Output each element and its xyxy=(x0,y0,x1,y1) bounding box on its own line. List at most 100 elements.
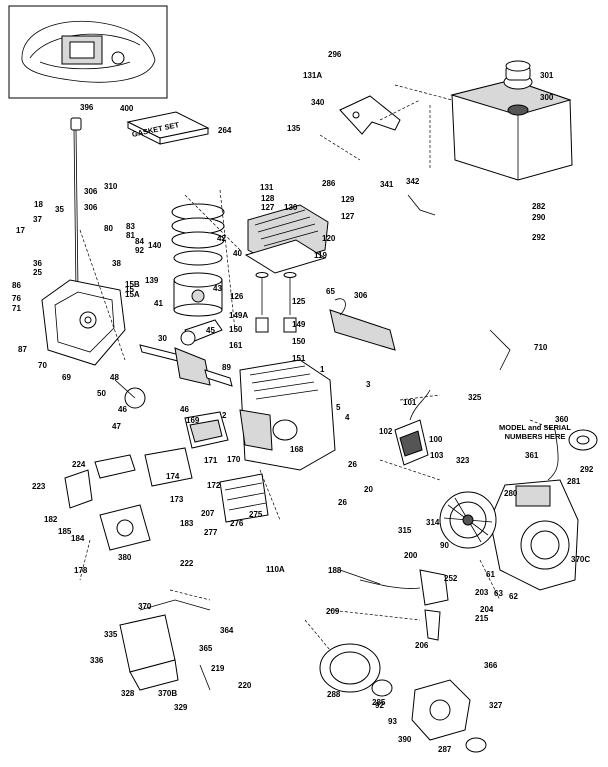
part-label: 710 xyxy=(534,343,548,352)
muffler xyxy=(219,473,269,523)
piston xyxy=(173,272,223,317)
part-label: 370B xyxy=(158,689,177,698)
part-label: 93 xyxy=(388,717,397,726)
part-label: 110A xyxy=(266,565,285,574)
part-label: 130 xyxy=(284,203,298,212)
part-label: 204 xyxy=(480,605,494,614)
part-label: 285 xyxy=(372,698,386,707)
part-label: 17 xyxy=(16,226,25,235)
part-label: 83 xyxy=(126,222,135,231)
part-label: 275 xyxy=(249,510,263,519)
part-label: 174 xyxy=(166,472,180,481)
part-label: 170 xyxy=(227,455,241,464)
part-label: 127 xyxy=(261,203,275,212)
part-label: 173 xyxy=(170,495,184,504)
part-label: 126 xyxy=(230,292,244,301)
part-label: 288 xyxy=(327,690,341,699)
part-label: 50 xyxy=(97,389,106,398)
part-label: 400 xyxy=(120,104,134,113)
part-label: 301 xyxy=(540,71,554,80)
part-label: 310 xyxy=(104,182,118,191)
part-label: 306 xyxy=(84,203,98,212)
connecting-rod xyxy=(180,319,223,346)
part-label: 219 xyxy=(211,664,225,673)
part-label: 281 xyxy=(567,477,581,486)
part-label: 150 xyxy=(229,325,243,334)
rewind-starter xyxy=(319,643,487,753)
ignition-armature xyxy=(394,389,431,466)
part-label: 282 xyxy=(532,202,546,211)
model-serial-note-line2: NUMBERS HERE xyxy=(505,432,566,441)
inset-overview-box xyxy=(8,5,168,99)
engine-block xyxy=(239,359,336,471)
part-label: 329 xyxy=(174,703,188,712)
part-label: 277 xyxy=(204,528,218,537)
part-label: 35 xyxy=(55,205,64,214)
part-label: 203 xyxy=(475,588,489,597)
part-label: 390 xyxy=(398,735,412,744)
part-label: 325 xyxy=(468,393,482,402)
part-label: 207 xyxy=(201,509,215,518)
valves xyxy=(255,272,297,333)
part-label: 206 xyxy=(415,641,429,650)
part-label: 89 xyxy=(222,363,231,372)
governor-linkage xyxy=(339,569,449,641)
part-label: 41 xyxy=(154,299,163,308)
part-label: 222 xyxy=(180,559,194,568)
part-label: 87 xyxy=(18,345,27,354)
part-label: 2 xyxy=(222,411,227,420)
part-label: 315 xyxy=(398,526,412,535)
part-label: 287 xyxy=(438,745,452,754)
part-label: 169 xyxy=(186,416,200,425)
part-label: 182 xyxy=(44,515,58,524)
part-label: 40 xyxy=(233,249,242,258)
part-label: 280 xyxy=(504,489,518,498)
part-label: 188 xyxy=(328,566,342,575)
part-label: 100 xyxy=(429,435,443,444)
part-label: 70 xyxy=(38,361,47,370)
part-label: 151 xyxy=(292,354,306,363)
cylinder-head xyxy=(244,204,329,274)
part-label: 3 xyxy=(366,380,371,389)
part-label: 149 xyxy=(292,320,306,329)
control-bracket xyxy=(119,599,211,691)
part-label: 45 xyxy=(206,326,215,335)
part-label: 4 xyxy=(345,413,350,422)
part-label: 127 xyxy=(341,212,355,221)
part-label: 15B xyxy=(125,280,140,289)
part-label: 276 xyxy=(230,519,244,528)
part-label: 290 xyxy=(532,213,546,222)
part-label: 139 xyxy=(145,276,159,285)
part-label: 336 xyxy=(90,656,104,665)
part-label: 15 xyxy=(125,285,134,294)
part-label: 306 xyxy=(84,187,98,196)
part-label: 26 xyxy=(348,460,357,469)
part-label: 200 xyxy=(404,551,418,560)
part-label: 366 xyxy=(484,661,498,670)
part-label: 215 xyxy=(475,614,489,623)
part-label: 5 xyxy=(336,403,341,412)
part-label: 86 xyxy=(12,281,21,290)
part-label: 20 xyxy=(364,485,373,494)
part-label: 292 xyxy=(532,233,546,242)
part-label: 335 xyxy=(104,630,118,639)
part-label: 36 xyxy=(33,259,42,268)
part-label: 129 xyxy=(341,195,355,204)
part-label: 140 xyxy=(148,241,162,250)
part-label: 178 xyxy=(74,566,88,575)
part-label: 365 xyxy=(199,644,213,653)
part-label: 314 xyxy=(426,518,440,527)
part-label: 102 xyxy=(379,427,393,436)
part-label: 364 xyxy=(220,626,234,635)
part-label: 90 xyxy=(440,541,449,550)
part-label: 360 xyxy=(555,415,569,424)
part-label: 185 xyxy=(58,527,72,536)
part-label: 42 xyxy=(217,234,226,243)
part-label: 81 xyxy=(126,231,135,240)
part-label: 327 xyxy=(489,701,503,710)
part-label: 168 xyxy=(290,445,304,454)
camshaft xyxy=(114,379,146,409)
part-label: 128 xyxy=(261,194,275,203)
part-label: 340 xyxy=(311,98,325,107)
